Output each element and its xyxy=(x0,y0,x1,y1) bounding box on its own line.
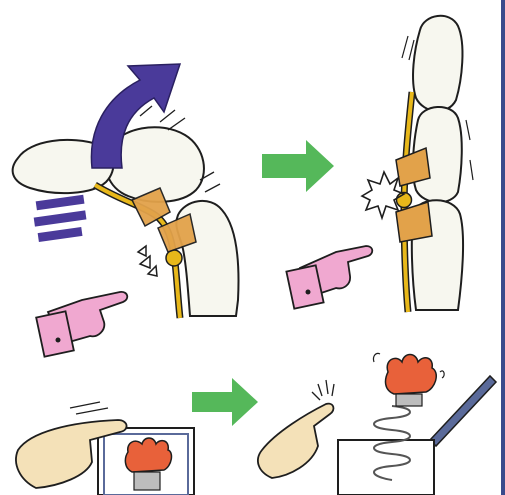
motion-lines xyxy=(70,402,108,414)
panel-finger-bending xyxy=(13,106,239,318)
snap-burst-icon xyxy=(312,380,334,400)
bone-distal-phalanx xyxy=(413,16,462,111)
panel-box-open xyxy=(258,353,496,495)
green-right-arrow-icon xyxy=(192,378,258,426)
box-lid-open xyxy=(430,376,496,446)
pointing-hand-icon xyxy=(36,292,127,357)
released-finger xyxy=(258,404,334,478)
panel-box-closed xyxy=(16,402,194,495)
pointing-hand-icon xyxy=(286,246,372,309)
blocked-marks xyxy=(138,246,157,276)
green-right-arrow-icon xyxy=(262,140,334,192)
fist-icon xyxy=(386,355,437,407)
panel-finger-straight xyxy=(362,16,473,312)
